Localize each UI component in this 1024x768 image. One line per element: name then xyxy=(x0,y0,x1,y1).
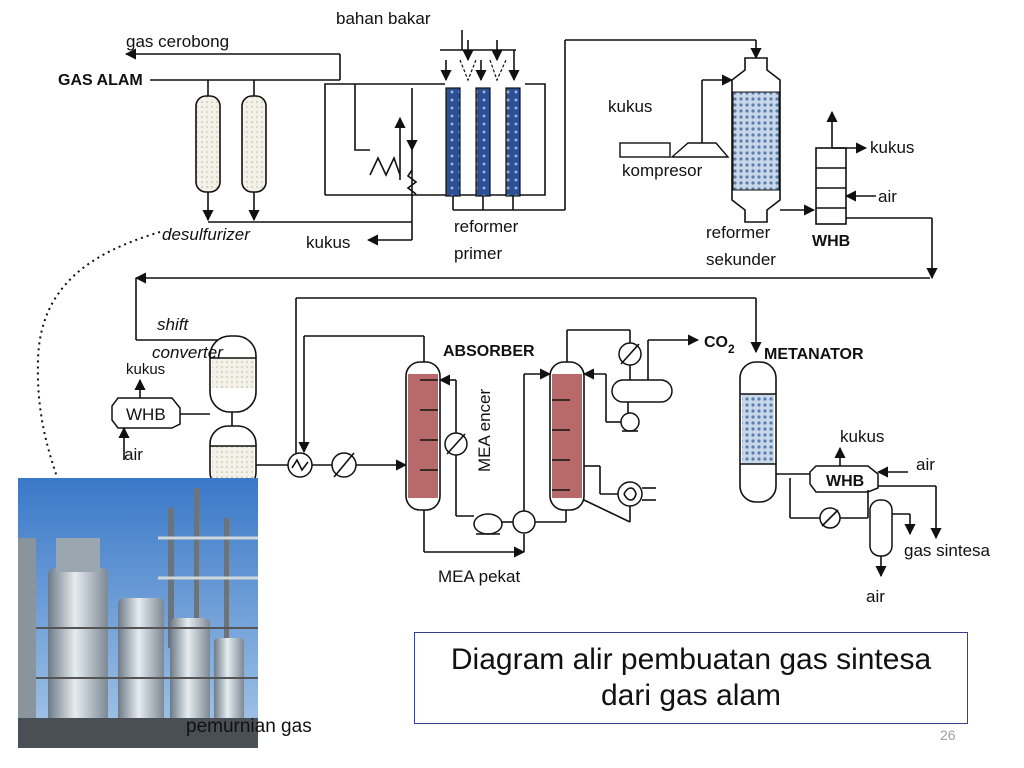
label-air-whb2: air xyxy=(124,445,143,464)
label-shift-1: shift xyxy=(157,315,189,334)
label-mea-pekat: MEA pekat xyxy=(438,567,520,586)
label-co2: CO2 xyxy=(704,334,735,356)
label-kukus-primer: kukus xyxy=(306,233,350,252)
label-gas-sintesa: gas sintesa xyxy=(904,541,991,560)
label-absorber: ABSORBER xyxy=(443,343,535,360)
shift-converter xyxy=(111,272,930,491)
label-whb-3: WHB xyxy=(826,473,864,490)
label-kompresor: kompresor xyxy=(622,161,703,180)
label-air-bottom: air xyxy=(866,587,885,606)
desulfurizer-vessels xyxy=(195,80,413,223)
label-air-whb1: air xyxy=(878,187,897,206)
reformer-primer-furnace xyxy=(324,30,762,246)
label-air-whb3: air xyxy=(916,455,935,474)
plant-photo xyxy=(18,478,258,748)
label-kukus-kompresor: kukus xyxy=(608,97,652,116)
label-kukus-whb3: kukus xyxy=(840,427,884,446)
label-shift-2: converter xyxy=(152,343,224,362)
label-gas-alam: GAS ALAM xyxy=(58,72,143,89)
absorber-section xyxy=(287,297,762,558)
label-gas-cerobong: gas cerobong xyxy=(126,32,229,51)
photo-caption: pemurnian gas xyxy=(186,716,312,737)
label-reformer-sekunder-2: sekunder xyxy=(706,250,776,269)
label-desulfurizer: desulfurizer xyxy=(162,225,251,244)
metanator xyxy=(739,361,942,578)
label-reformer-primer-2: primer xyxy=(454,244,503,263)
title-box: Diagram alir pembuatan gas sintesa dari … xyxy=(414,632,968,724)
label-kukus-whb2: kukus xyxy=(126,361,165,378)
reformer-sekunder xyxy=(619,57,938,280)
label-mea-encer: MEA encer xyxy=(475,389,494,472)
page-number: 26 xyxy=(940,727,956,743)
label-metanator: METANATOR xyxy=(764,346,864,363)
label-reformer-sekunder-1: reformer xyxy=(706,223,771,242)
gas-alam-line xyxy=(124,48,341,81)
diagram-title: Diagram alir pembuatan gas sintesa dari … xyxy=(450,643,932,712)
label-bahan-bakar: bahan bakar xyxy=(336,9,431,28)
label-kukus-whb1: kukus xyxy=(870,138,914,157)
label-reformer-primer-1: reformer xyxy=(454,217,519,236)
label-whb-2: WHB xyxy=(126,405,166,424)
label-whb-1: WHB xyxy=(812,233,850,250)
